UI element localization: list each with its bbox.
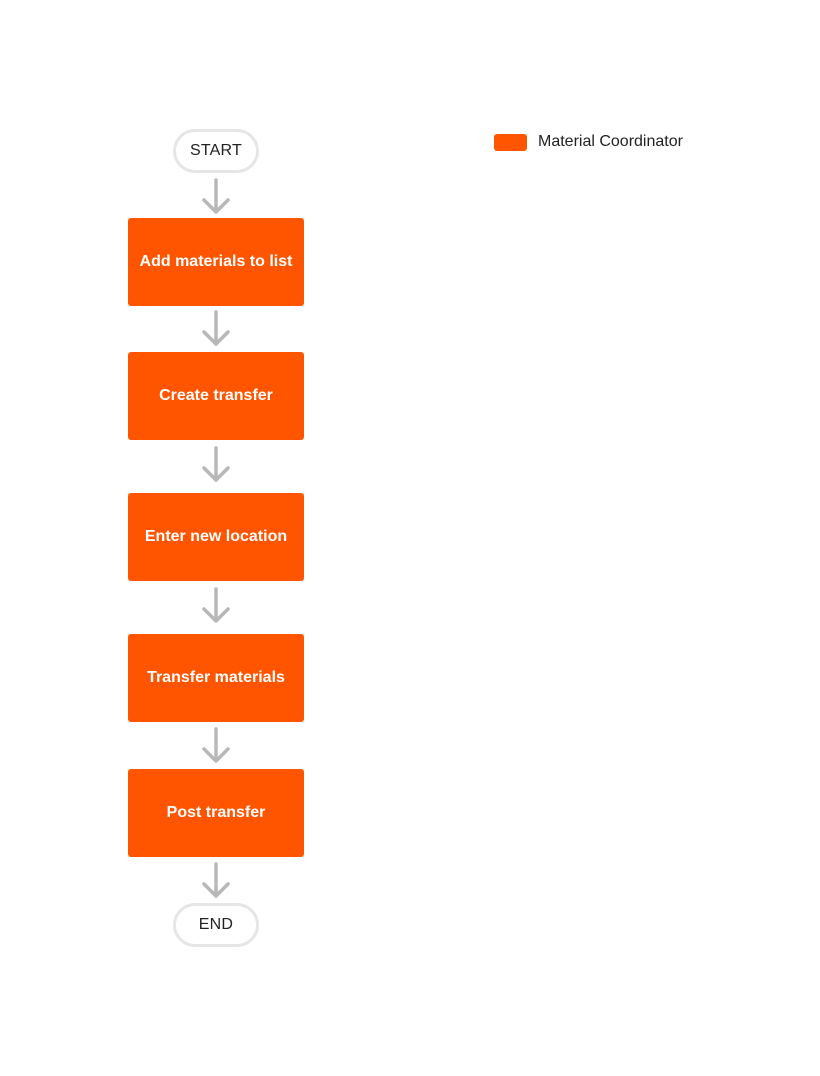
arrow-down-icon [202,862,230,898]
end-node: END [173,903,259,947]
step-label: Create transfer [159,387,273,404]
arrow-down-icon [202,310,230,346]
step-label: Post transfer [166,804,266,821]
step-post-transfer: Post transfer [128,769,304,857]
step-transfer-materials: Transfer materials [128,634,304,722]
arrow-down-icon [202,178,230,214]
step-enter-location: Enter new location [128,493,304,581]
step-create-transfer: Create transfer [128,352,304,440]
arrow-down-icon [202,727,230,763]
legend-swatch-icon [494,133,527,151]
step-label: Transfer materials [147,669,285,686]
start-node: START [173,129,259,173]
start-label: START [190,142,242,159]
legend-label: Material Coordinator [538,133,683,150]
arrow-down-icon [202,446,230,482]
arrow-down-icon [202,587,230,623]
end-label: END [198,916,234,933]
legend: Material Coordinator [494,133,683,151]
step-label: Enter new location [144,528,288,545]
step-label: Add materials to list [139,253,293,270]
step-add-materials: Add materials to list [128,218,304,306]
